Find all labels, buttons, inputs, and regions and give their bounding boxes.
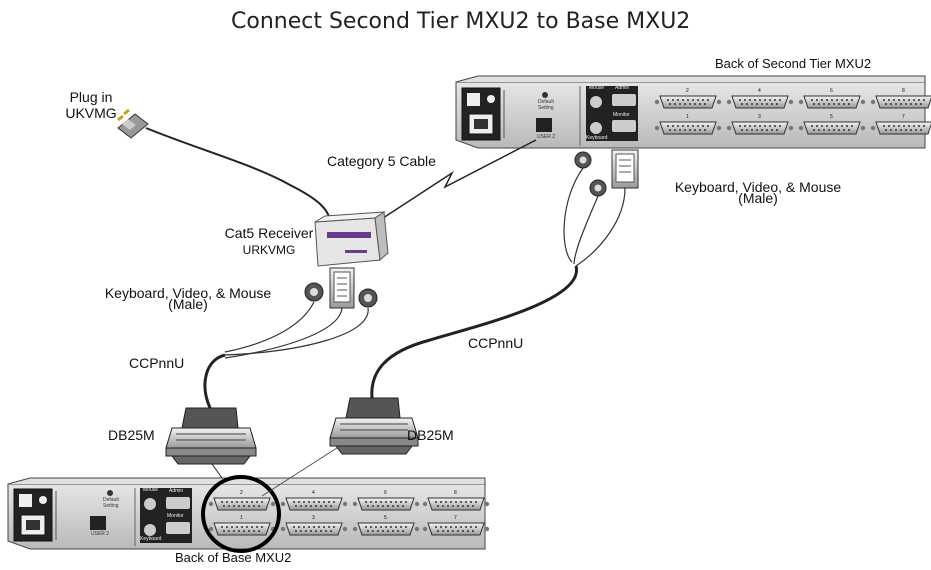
second-tier-port-6: 6 [830, 88, 833, 94]
second-tier-monitor-label: Monitor [613, 112, 630, 118]
cat5-receiver-label: Cat5 Receiver URKVMG [224, 226, 314, 256]
base-default-setting-1: Default [103, 497, 119, 503]
base-port-6: 6 [384, 490, 387, 496]
category-5-cable-label: Category 5 Cable [327, 153, 436, 169]
second-tier-admin-label: Admin [615, 85, 630, 91]
base-user2-label: USER 2 [91, 531, 110, 537]
second-tier-mxu2-chassis [455, 75, 931, 149]
second-tier-keyboard-label: Keyboard [586, 135, 608, 141]
base-admin-label: Admin [169, 488, 184, 494]
base-port-7: 7 [454, 515, 457, 521]
ukvmg-plug [117, 108, 149, 139]
second-tier-user2-label: USER 2 [537, 134, 556, 140]
kvm-lower-label: Keyboard, Video, & Mouse (Male) [78, 286, 298, 311]
kvm-lower-line-2: (Male) [168, 296, 208, 312]
db25m-connector-left [165, 407, 257, 465]
base-back-label: Back of Base MXU2 [175, 550, 292, 565]
base-monitor-label: Monitor [167, 513, 184, 519]
base-port-3: 3 [312, 515, 315, 521]
second-tier-port-1: 1 [686, 114, 689, 120]
kvm-upper-label: Keyboard, Video, & Mouse (Male) [648, 180, 868, 205]
second-tier-port-8: 8 [902, 88, 905, 94]
ccpnnu-left-label: CCPnnU [129, 355, 185, 371]
base-port-2: 2 [240, 490, 243, 496]
receiver-line-1: Cat5 Receiver [224, 225, 314, 241]
base-default-setting-2: Setting [103, 503, 119, 509]
second-tier-port-5: 5 [830, 114, 833, 120]
db25m-left-label: DB25M [108, 427, 155, 443]
second-tier-back-label: Back of Second Tier MXU2 [715, 56, 872, 71]
second-tier-kvm-connectors [574, 149, 639, 197]
db25m-right-label: DB25M [407, 427, 454, 443]
db25m-connector-right [329, 397, 419, 455]
cat5-receiver [314, 211, 389, 267]
second-tier-port-3: 3 [758, 114, 761, 120]
receiver-line-2: URKVMG [242, 243, 296, 257]
kvm-upper-line-2: (Male) [738, 190, 778, 206]
receiver-ps2-plugs [304, 282, 378, 308]
plug-in-line-1: Plug in [69, 89, 113, 105]
receiver-kvm-connector [329, 267, 355, 309]
ccpnnu-right-label: CCPnnU [468, 335, 524, 351]
plug-in-line-2: UKVMG [65, 105, 117, 121]
base-port-8: 8 [454, 490, 457, 496]
second-tier-mouse-label: Mouse [589, 85, 605, 91]
base-port-1: 1 [240, 515, 243, 521]
kvm-lower-line-1: Keyboard, Video, & Mouse [104, 285, 272, 301]
port-highlight-circle [201, 475, 281, 553]
kvm-upper-line-1: Keyboard, Video, & Mouse [674, 179, 842, 195]
second-tier-port-2: 2 [686, 88, 689, 94]
base-port-5: 5 [384, 515, 387, 521]
base-mxu2-chassis [7, 475, 490, 553]
base-port-4: 4 [312, 490, 315, 496]
second-tier-port-4: 4 [758, 88, 761, 94]
plug-in-label: Plug in UKVMG [50, 90, 132, 120]
base-keyboard-label: Keyboard [140, 536, 162, 542]
second-tier-default-setting-1: Default [538, 99, 554, 105]
base-mouse-label: Mouse [143, 487, 159, 493]
diagram-title: Connect Second Tier MXU2 to Base MXU2 [231, 9, 691, 34]
second-tier-default-setting-2: Setting [538, 105, 554, 111]
second-tier-port-7: 7 [902, 114, 905, 120]
